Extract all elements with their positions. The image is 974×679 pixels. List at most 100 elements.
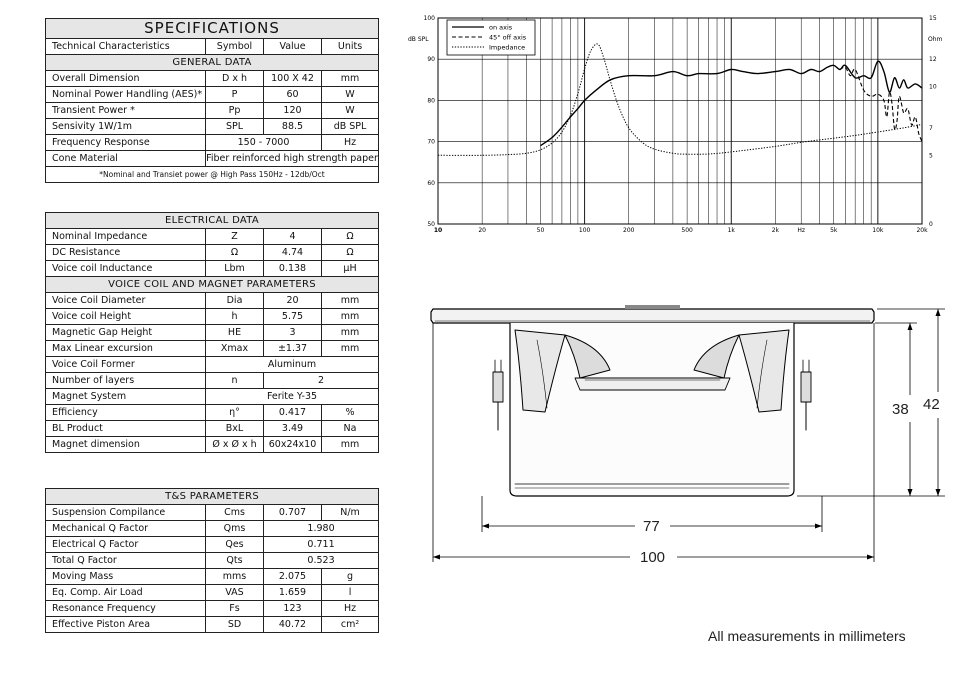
param-value: 150 - 7000 — [205, 134, 322, 151]
param-symbol: Z — [205, 228, 264, 245]
param-label: Magnet dimension — [45, 436, 206, 453]
x-tick-label: 10 — [434, 227, 442, 234]
section-header: VOICE COIL AND MAGNET PARAMETERS — [44, 276, 380, 293]
param-label: BL Product — [45, 420, 206, 437]
y-tick-label: 80 — [427, 97, 435, 104]
y-tick-label: 70 — [427, 139, 435, 146]
column-header: Units — [320, 38, 380, 55]
param-label: Nominal Impedance — [45, 228, 206, 245]
table-row: Efficiency η° 0.417 % — [45, 404, 380, 421]
param-value: 120 — [263, 102, 322, 119]
param-value: 2.075 — [263, 568, 322, 585]
param-unit: μH — [320, 260, 380, 277]
param-label: Total Q Factor — [45, 552, 206, 569]
series-line-dashed — [839, 66, 923, 142]
param-value: 0.417 — [263, 404, 322, 421]
flange-top-lip — [625, 305, 680, 309]
param-label: Electrical Q Factor — [45, 536, 206, 553]
param-label: Magnet System — [45, 388, 206, 405]
param-value: 0.523 — [262, 552, 380, 569]
param-label: Voice Coil Diameter — [45, 292, 206, 309]
x-tick-label: 50 — [537, 227, 545, 234]
param-symbol: HE — [205, 324, 264, 341]
param-symbol: P — [205, 86, 264, 103]
table-row: Voice Coil Diameter Dia 20 mm — [45, 292, 380, 309]
x-tick-label: 5k — [830, 227, 838, 234]
y-tick-label: 60 — [427, 180, 435, 187]
param-value: 20 — [263, 292, 322, 309]
table-row: Voice coil Height h 5.75 mm — [45, 308, 380, 325]
series-line-solid — [540, 60, 923, 147]
table-row: Number of layers n 2 — [45, 372, 380, 389]
electrical-data-table: ELECTRICAL DATA Nominal Impedance Z 4 Ω … — [44, 212, 380, 453]
left-surround — [514, 329, 566, 413]
x-tick-label: 2k — [772, 227, 780, 234]
specifications-table: SPECIFICATIONS Technical Characteristics… — [44, 18, 380, 183]
param-unit: N/m — [320, 504, 380, 521]
param-symbol: Xmax — [205, 340, 264, 357]
dimension-label-100: 100 — [640, 549, 665, 566]
table-row: BL Product BxL 3.49 Na — [45, 420, 380, 437]
table-row: Magnet System Ferite Y-35 — [45, 388, 380, 405]
param-unit: W — [320, 86, 380, 103]
param-unit: mm — [320, 340, 380, 357]
param-symbol: η° — [205, 404, 264, 421]
table-row: Moving Mass mms 2.075 g — [45, 568, 380, 585]
param-value: Aluminum — [204, 356, 380, 373]
table-row: Cone Material Fiber reinforced high stre… — [45, 150, 380, 167]
param-label: Mechanical Q Factor — [45, 520, 206, 537]
column-header: Symbol — [205, 38, 264, 55]
section-header: T&S PARAMETERS — [44, 488, 380, 505]
y2-axis-label: Ohm — [928, 36, 943, 43]
param-value: 0.138 — [263, 260, 322, 277]
param-value: 40.72 — [263, 616, 322, 633]
voice-coil-area — [574, 377, 731, 391]
dimension-label-77: 77 — [643, 518, 660, 535]
x-tick-label: 100 — [579, 227, 591, 234]
param-symbol: Ω — [205, 244, 264, 261]
arrowhead — [935, 309, 941, 316]
param-label: Eq. Comp. Air Load — [45, 584, 206, 601]
param-value: 0.711 — [262, 536, 380, 553]
chart-legend: on axis 45° off axis Impedance — [446, 19, 536, 56]
left-surround-detail — [536, 339, 548, 409]
param-symbol: Qms — [205, 520, 264, 537]
param-label: Frequency Response — [45, 134, 206, 151]
y2-tick-label: 10 — [929, 84, 937, 91]
section-header: GENERAL DATA — [44, 54, 380, 71]
left-terminal — [492, 371, 504, 403]
legend-label: on axis — [489, 24, 513, 32]
param-unit: mm — [320, 436, 380, 453]
table-row: Nominal Power Handling (AES)* P 60 W — [45, 86, 380, 103]
y2-tick-label: 15 — [929, 15, 937, 22]
dimension-label-38: 38 — [892, 401, 909, 418]
param-symbol: SD — [205, 616, 264, 633]
param-label: Transient Power * — [45, 102, 206, 119]
param-unit: Hz — [320, 134, 380, 151]
x-tick-label: Hz — [797, 227, 805, 234]
table-row: Max Linear excursion Xmax ±1.37 mm — [45, 340, 380, 357]
param-symbol: Dia — [205, 292, 264, 309]
table-row: Overall Dimension D x h 100 X 42 mm — [45, 70, 380, 87]
param-symbol: Lbm — [205, 260, 264, 277]
arrowhead — [935, 489, 941, 496]
param-symbol: VAS — [205, 584, 264, 601]
measurement-note: All measurements in millimeters — [708, 628, 906, 644]
dimension-label-42: 42 — [923, 396, 940, 413]
table-row: Voice Coil Former Aluminum — [45, 356, 380, 373]
table-row: Total Q Factor Qts 0.523 — [45, 552, 380, 569]
table-row: Resonance Frequency Fs 123 Hz — [45, 600, 380, 617]
param-label: Effective Piston Area — [45, 616, 206, 633]
param-label: Nominal Power Handling (AES)* — [45, 86, 206, 103]
param-unit: Ω — [320, 228, 380, 245]
right-cone — [693, 334, 740, 379]
table-row: Mechanical Q Factor Qms 1.980 — [45, 520, 380, 537]
arrowhead — [907, 489, 913, 496]
param-label: Resonance Frequency — [45, 600, 206, 617]
spec-title: SPECIFICATIONS — [44, 18, 380, 39]
param-symbol: mms — [205, 568, 264, 585]
chart-curves — [437, 43, 923, 156]
param-symbol: Ø x Ø x h — [205, 436, 264, 453]
param-label: Voice coil Height — [45, 308, 206, 325]
